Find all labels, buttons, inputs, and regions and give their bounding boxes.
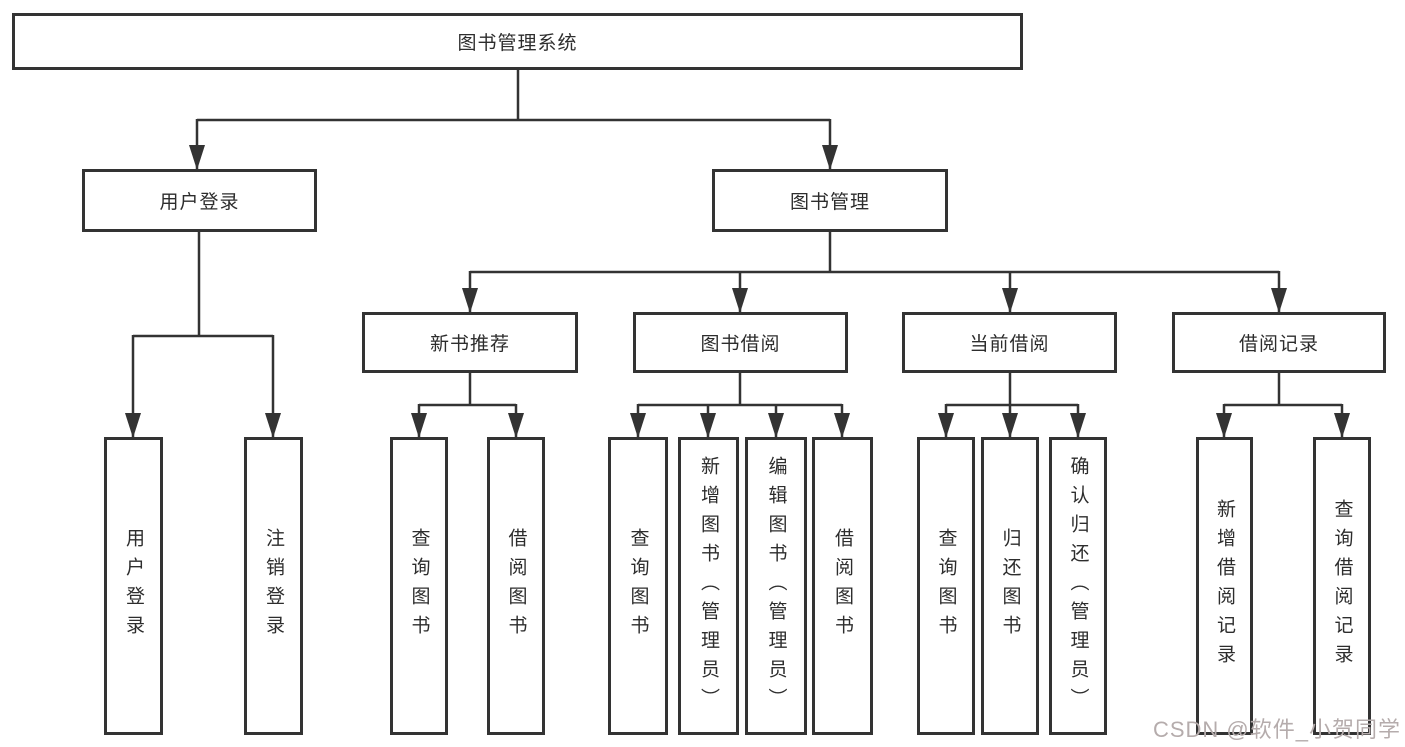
leaf-query-borrow-record: 查询借阅记录 <box>1313 437 1371 735</box>
leaf-return-books: 归还图书 <box>981 437 1039 735</box>
node-user-login: 用户登录 <box>82 169 317 232</box>
leaf-query-books-recommend: 查询图书 <box>390 437 448 735</box>
node-book-management: 图书管理 <box>712 169 948 232</box>
node-library-management-system: 图书管理系统 <box>12 13 1023 70</box>
node-label: 图书借阅 <box>700 334 781 355</box>
node-label: 新书推荐 <box>429 334 510 355</box>
leaf-borrow-books: 借阅图书 <box>812 437 873 735</box>
node-borrow-records: 借阅记录 <box>1172 312 1386 373</box>
node-label: 借阅记录 <box>1238 334 1319 355</box>
csdn-watermark: CSDN @软件_小贺同学 <box>1152 717 1401 742</box>
leaf-query-books-current: 查询图书 <box>917 437 975 735</box>
node-label: 图书管理 <box>789 192 870 213</box>
node-book-borrow: 图书借阅 <box>633 312 848 373</box>
node-label: 当前借阅 <box>969 334 1050 355</box>
node-new-book-recommend: 新书推荐 <box>362 312 578 373</box>
leaf-add-book-admin: 新增图书（管理员） <box>678 437 739 735</box>
leaf-borrow-books-recommend: 借阅图书 <box>487 437 545 735</box>
leaf-user-login: 用户登录 <box>104 437 163 735</box>
node-label: 用户登录 <box>159 192 240 213</box>
leaf-edit-book-admin: 编辑图书（管理员） <box>745 437 807 735</box>
leaf-add-borrow-record: 新增借阅记录 <box>1196 437 1253 735</box>
leaf-confirm-return-admin: 确认归还（管理员） <box>1049 437 1107 735</box>
node-label: 图书管理系统 <box>457 33 578 54</box>
leaf-query-books-borrow: 查询图书 <box>608 437 668 735</box>
node-current-borrow: 当前借阅 <box>902 312 1117 373</box>
leaf-logout-login: 注销登录 <box>244 437 303 735</box>
